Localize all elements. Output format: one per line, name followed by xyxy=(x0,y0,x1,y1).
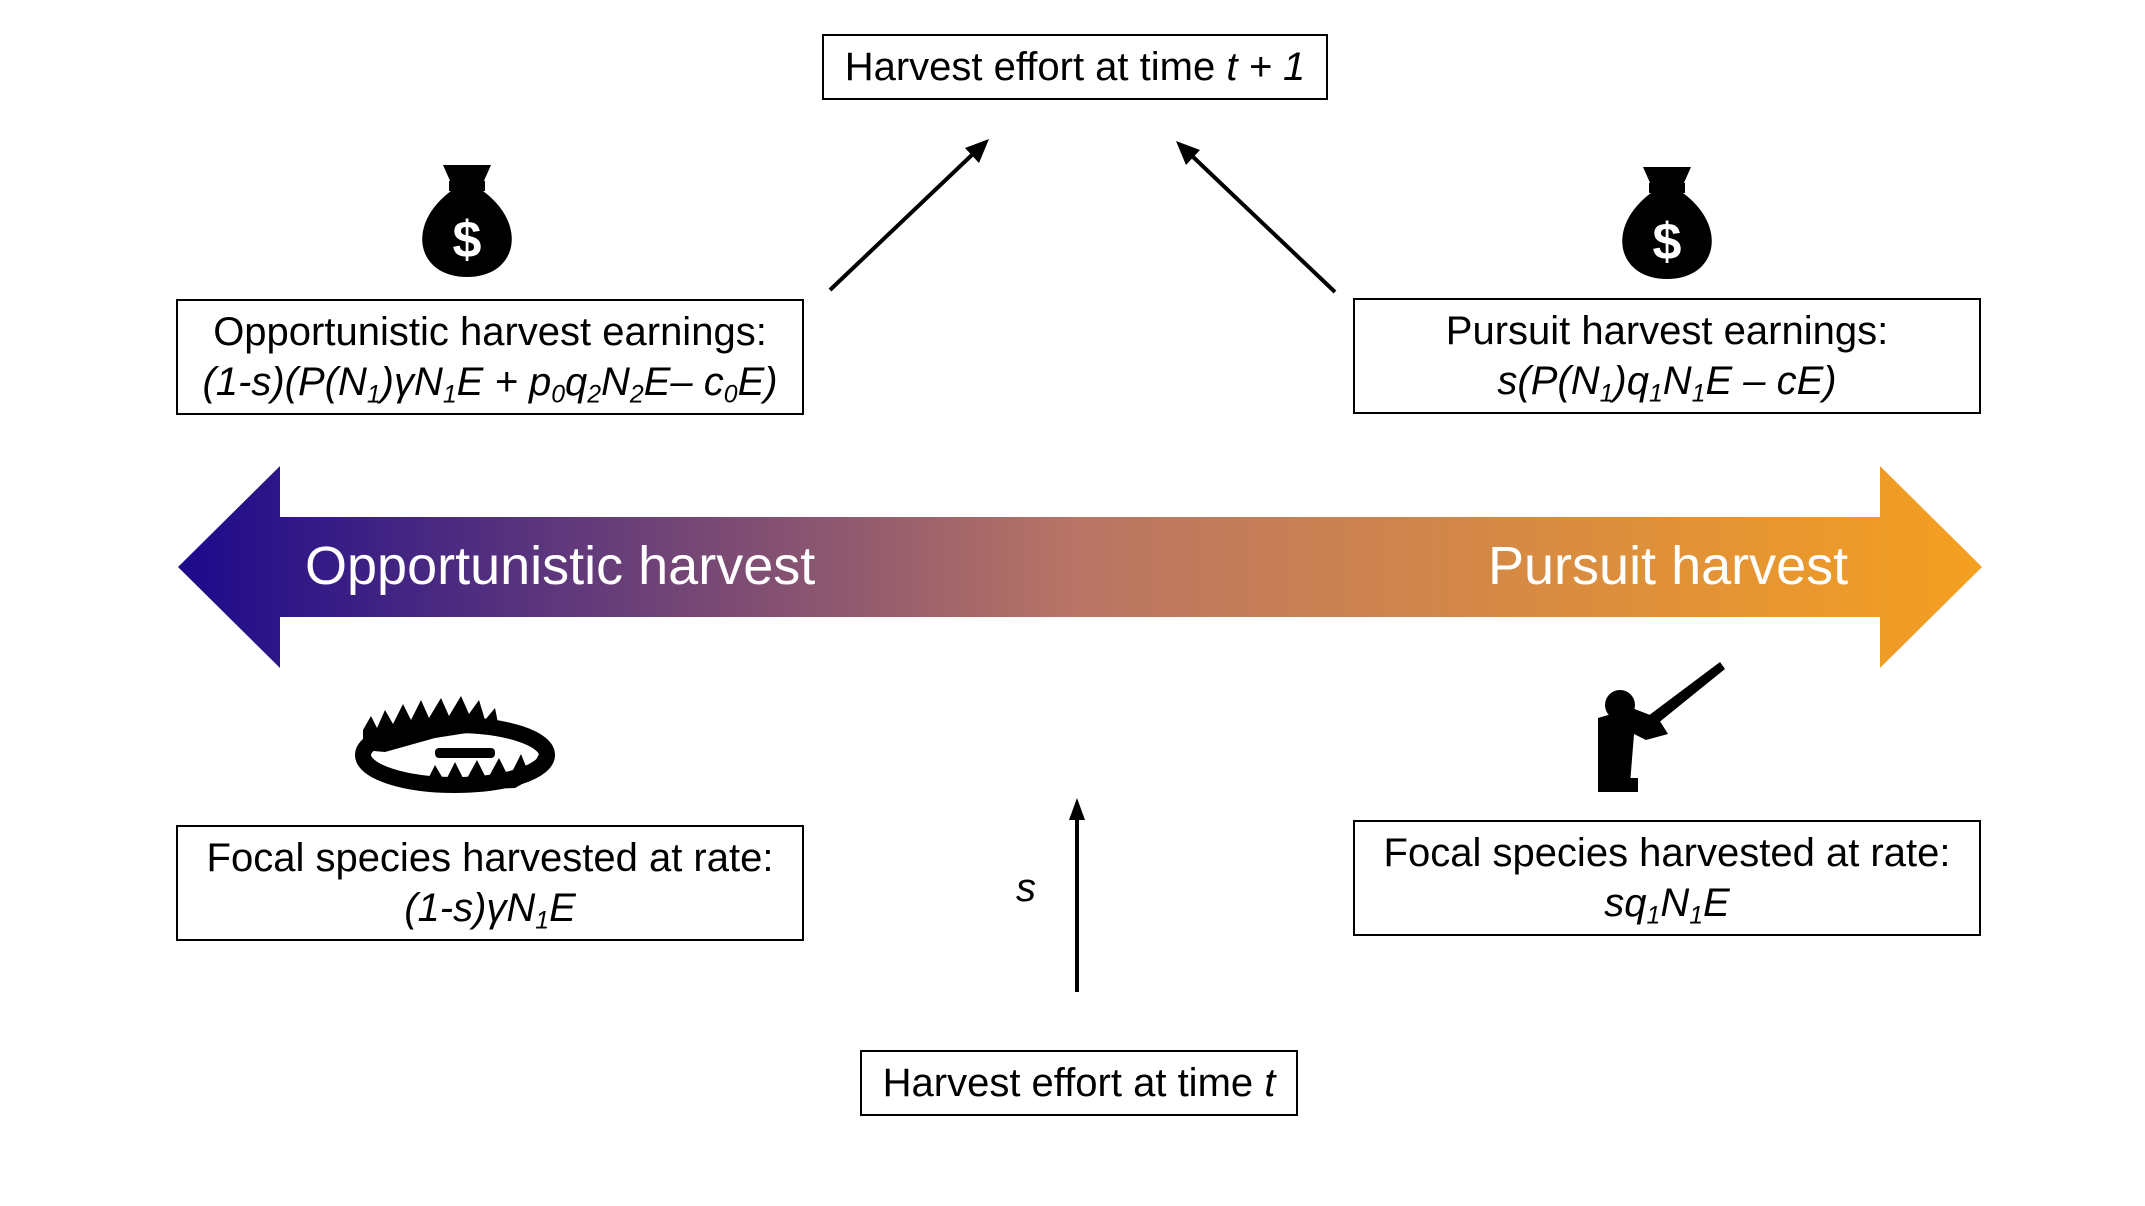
money-symbol-left: $ xyxy=(453,211,482,269)
pursuit-rate-box: Focal species harvested at rate: sq1N1E xyxy=(1353,820,1981,936)
money-symbol-right: $ xyxy=(1653,213,1682,271)
harvest-spectrum-arrow xyxy=(178,466,1982,668)
harvest-effort-current-time: t xyxy=(1264,1061,1276,1105)
money-bag-icon: $ xyxy=(422,165,512,277)
pursuit-earnings-title: Pursuit harvest earnings: xyxy=(1445,309,1889,353)
bear-trap-icon xyxy=(355,696,555,793)
pursuit-earnings-formula: s(P(N1)q1N1E – cE) xyxy=(1497,359,1837,408)
harvest-effort-current-box: Harvest effort at time t xyxy=(860,1050,1298,1116)
pursuit-earnings-box: Pursuit harvest earnings: s(P(N1)q1N1E –… xyxy=(1353,298,1981,414)
harvest-effort-next-time: t + 1 xyxy=(1226,45,1306,89)
opportunistic-rate-title: Focal species harvested at rate: xyxy=(206,836,774,880)
arrow-right-to-top xyxy=(1176,141,1337,294)
pursuit-harvest-label: Pursuit harvest xyxy=(1488,536,1849,596)
opportunistic-rate-formula: (1-s)γN1E xyxy=(404,886,576,935)
opportunistic-earnings-title: Opportunistic harvest earnings: xyxy=(213,310,767,354)
harvest-effort-next-box: Harvest effort at time t + 1 xyxy=(822,34,1328,100)
pursuit-rate-formula: sq1N1E xyxy=(1604,881,1730,930)
opportunistic-earnings-box: Opportunistic harvest earnings: (1-s)(P(… xyxy=(176,299,804,415)
opportunistic-earnings-formula: (1-s)(P(N1)γN1E + p0q2N2E– c0E) xyxy=(202,360,778,409)
opportunistic-harvest-label: Opportunistic harvest xyxy=(305,536,816,596)
pursuit-rate-title: Focal species harvested at rate: xyxy=(1383,831,1951,875)
harvest-effort-next-text: Harvest effort at time xyxy=(844,45,1227,89)
opportunistic-rate-box: Focal species harvested at rate: (1-s)γN… xyxy=(176,825,804,941)
arrow-s-label: s xyxy=(1016,866,1036,910)
harvest-effort-current-text: Harvest effort at time xyxy=(882,1061,1265,1105)
hunter-with-rifle-icon xyxy=(1598,662,1725,792)
arrow-left-to-top xyxy=(828,139,989,292)
money-bag-icon: $ xyxy=(1622,167,1712,279)
arrow-bottom-up xyxy=(1069,798,1085,992)
